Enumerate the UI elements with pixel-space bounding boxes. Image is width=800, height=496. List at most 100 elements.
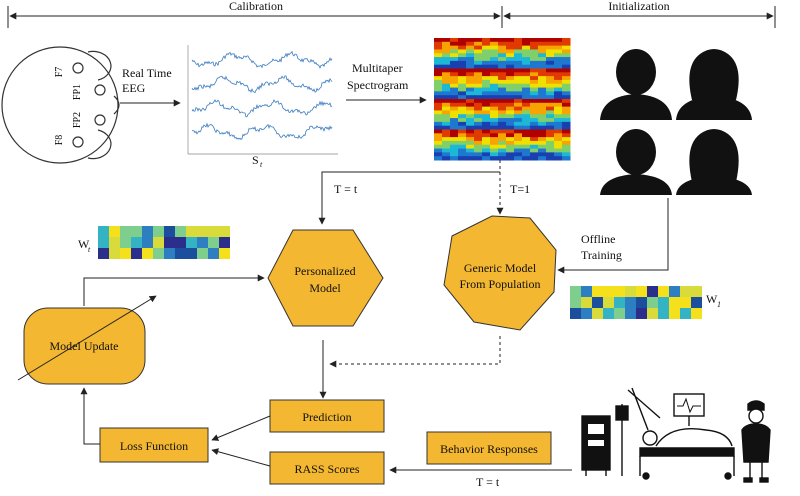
spectrogram-cell: [442, 41, 451, 47]
spectrogram-cell: [482, 102, 491, 108]
spectrogram-cell: [554, 121, 563, 127]
spectrogram-cell: [538, 114, 547, 119]
spectrogram-cell: [506, 60, 515, 66]
spectrogram-cell: [474, 72, 483, 77]
spectrogram-cell: [498, 79, 507, 85]
weight-matrix-cell: [153, 237, 164, 248]
spectrogram-cell: [562, 152, 571, 157]
loss-function-label: Loss Function: [120, 439, 188, 453]
weight-matrix-cell: [603, 286, 614, 297]
spectrogram-cell: [554, 148, 563, 153]
spectrogram-cell: [562, 87, 571, 92]
weight-matrix-cell: [219, 248, 230, 259]
spectrogram-cell: [546, 102, 555, 108]
person-male-icon: [600, 49, 672, 120]
weight-matrix-cell: [208, 248, 219, 259]
spectrogram-cell: [514, 68, 523, 73]
spectrogram-cell: [530, 95, 539, 100]
spectrogram-label-line1: Multitaper: [352, 61, 403, 75]
spectrogram-cell: [562, 125, 571, 130]
signal-subscript: t: [260, 160, 263, 169]
spectrogram-cell: [530, 156, 539, 161]
spectrogram-cell: [522, 95, 531, 100]
spectrogram-cell: [490, 72, 499, 77]
rass-scores-label: RASS Scores: [294, 462, 359, 476]
heart-monitor-icon: [673, 393, 705, 417]
spectrogram-cell: [546, 38, 555, 43]
spectrogram-cell: [522, 140, 531, 146]
spectrogram-cell: [474, 41, 483, 47]
weight-matrix-cell: [680, 308, 691, 319]
weight-matrix-cell: [98, 226, 109, 237]
spectrogram-cell: [530, 45, 539, 50]
spectrogram-cell: [442, 49, 451, 54]
spectrogram-cell: [546, 79, 555, 85]
spectrogram-cell: [474, 91, 483, 96]
spectrogram-cell: [538, 38, 547, 43]
spectrogram-cell: [530, 140, 539, 146]
spectrogram-cell: [522, 110, 531, 115]
spectrogram-cell: [498, 125, 507, 130]
spectrogram-cell: [466, 49, 475, 54]
weight-matrix-cell: [691, 297, 702, 308]
spectrogram-cell: [450, 87, 459, 92]
spectrogram-cell: [554, 41, 563, 47]
spectrogram-cell: [482, 79, 491, 85]
spectrogram-cell: [466, 140, 475, 146]
spectrogram-cell: [562, 114, 571, 119]
spectrogram-cell: [450, 129, 459, 134]
spectrogram-cell: [490, 156, 499, 161]
spectrogram-cell: [458, 83, 467, 89]
spectrogram-cell: [466, 64, 475, 69]
eeg-channel-trace: [191, 99, 333, 118]
spectrogram-cell: [530, 91, 539, 96]
weight-matrix-cell: [186, 237, 197, 248]
electrode-f8-dot: [72, 136, 84, 148]
spectrogram-cell: [522, 148, 531, 153]
spectrogram-cell: [466, 114, 475, 119]
spectrogram-cell: [450, 60, 459, 66]
spectrogram-cell: [490, 152, 499, 157]
spectrogram-cell: [450, 72, 459, 77]
spectrogram-cell: [466, 60, 475, 66]
weight-matrix-cell: [691, 308, 702, 319]
spectrogram-cell: [466, 102, 475, 108]
spectrogram-cell: [450, 156, 459, 161]
spectrogram-cell: [530, 76, 539, 81]
spectrogram-cell: [466, 53, 475, 58]
spectrogram-cell: [474, 57, 483, 62]
weight-matrix-cell: [153, 226, 164, 237]
spectrogram-cell: [506, 79, 515, 85]
spectrogram-cell: [490, 125, 499, 130]
loss-function-node: [99, 427, 209, 463]
spectrogram-cell: [482, 53, 491, 58]
arrow-prediction-to-loss: [211, 415, 271, 441]
spectrogram-cell: [466, 57, 475, 62]
spectrogram-cell: [434, 45, 443, 50]
spectrogram-cell: [434, 49, 443, 54]
spectrogram-cell: [514, 137, 523, 142]
spectrogram-cell: [498, 99, 507, 104]
spectrogram-cell: [522, 129, 531, 134]
spectrogram-cell: [482, 60, 491, 66]
spectrogram-cell: [514, 53, 523, 58]
spectrogram-cell: [482, 133, 491, 138]
spectrogram-cell: [530, 49, 539, 54]
spectrogram-cell: [522, 152, 531, 157]
spectrogram-cell: [506, 57, 515, 62]
spectrogram-cell: [554, 129, 563, 134]
spectrogram-cell: [554, 72, 563, 77]
spectrogram-cell: [466, 129, 475, 134]
weight-matrix-cell: [186, 226, 197, 237]
spectrogram-cell: [514, 41, 523, 47]
spectrogram-cell: [530, 121, 539, 127]
spectrogram-cell: [506, 41, 515, 47]
spectrogram-cell: [450, 152, 459, 157]
spectrogram-heatmap: [434, 38, 571, 161]
spectrogram-cell: [514, 148, 523, 153]
spectrogram-cell: [442, 102, 451, 108]
weight-matrix-cell: [592, 286, 603, 297]
spectrogram-cell: [538, 121, 547, 127]
spectrogram-cell: [530, 118, 539, 123]
spectrogram-cell: [434, 72, 443, 77]
